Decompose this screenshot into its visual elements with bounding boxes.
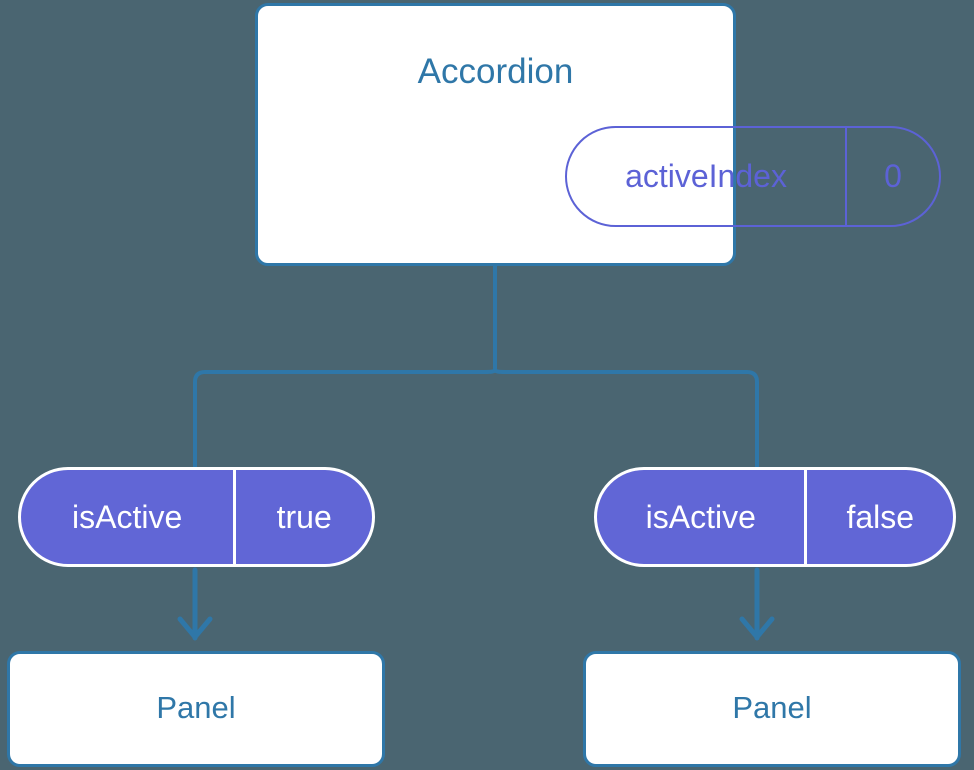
state-pill-is-active-true[interactable]: isActive true xyxy=(18,467,375,567)
state-value-is-active-left: true xyxy=(233,470,372,564)
panel-component-card-right[interactable]: Panel xyxy=(583,651,961,767)
state-pill-active-index[interactable]: activeIndex 0 xyxy=(565,126,941,227)
panel-component-card-left[interactable]: Panel xyxy=(7,651,385,767)
connector-branch-right xyxy=(493,368,759,469)
arrow-head-left xyxy=(177,616,213,640)
accordion-component-label: Accordion xyxy=(417,52,574,91)
state-value-is-active-right: false xyxy=(804,470,953,564)
arrow-head-right xyxy=(739,616,775,640)
state-key-is-active-left: isActive xyxy=(72,498,183,535)
state-key-is-active-right: isActive xyxy=(645,498,756,535)
state-value-active-index: 0 xyxy=(845,128,939,225)
state-key-active-index: activeIndex xyxy=(625,158,787,194)
connector-branch-left xyxy=(193,368,497,469)
panel-component-label-left: Panel xyxy=(156,690,236,725)
panel-component-label-right: Panel xyxy=(732,690,812,725)
state-pill-is-active-false[interactable]: isActive false xyxy=(594,467,956,567)
accordion-component-card[interactable]: Accordion activeIndex 0 xyxy=(255,3,941,266)
